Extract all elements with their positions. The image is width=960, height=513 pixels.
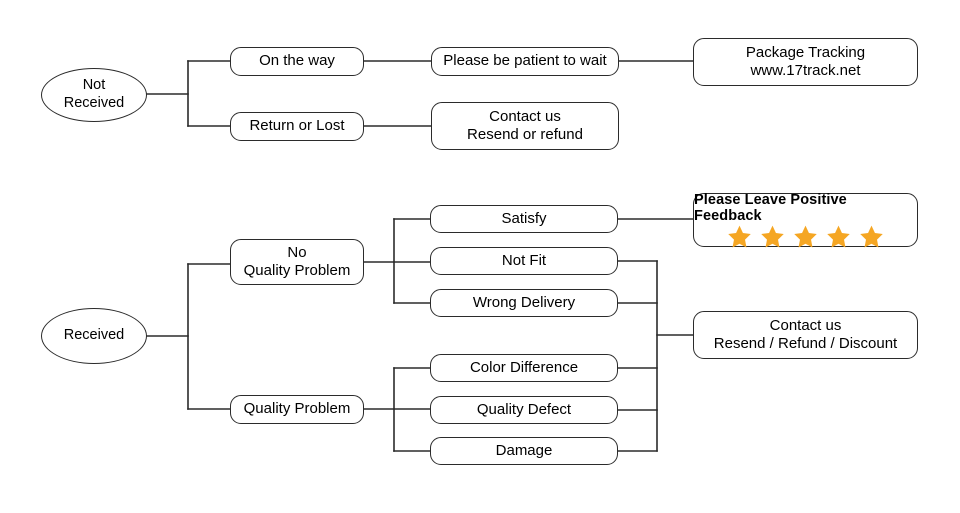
node-damage[interactable]: Damage [430,437,618,465]
node-leave-positive-feedback[interactable]: Please Leave Positive Feedback [693,191,918,249]
star-icon[interactable] [760,225,785,249]
node-return-or-lost[interactable]: Return or Lost [230,112,364,141]
node-wrong-delivery[interactable]: Wrong Delivery [430,289,618,317]
node-quality-problem[interactable]: Quality Problem [230,395,364,424]
node-please-be-patient-to-wait[interactable]: Please be patient to wait [431,47,619,76]
node-not-received[interactable]: Not Received [41,68,147,122]
feedback-title: Please Leave Positive Feedback [694,191,847,224]
node-on-the-way[interactable]: On the way [230,47,364,76]
node-contact-us-resend-or-refund[interactable]: Contact us Resend or refund [431,102,619,150]
star-icon[interactable] [826,225,851,249]
star-icon[interactable] [727,225,752,249]
star-icon[interactable] [793,225,818,249]
node-color-difference[interactable]: Color Difference [430,354,618,382]
star-icon[interactable] [859,225,884,249]
node-package-tracking[interactable]: Package Tracking www.17track.net [693,38,918,86]
star-rating[interactable] [727,225,884,249]
node-no-quality-problem[interactable]: No Quality Problem [230,239,364,285]
node-satisfy[interactable]: Satisfy [430,205,618,233]
node-received[interactable]: Received [41,308,147,364]
node-quality-defect[interactable]: Quality Defect [430,396,618,424]
node-contact-us-resend-refund-discount[interactable]: Contact us Resend / Refund / Discount [693,311,918,359]
node-not-fit[interactable]: Not Fit [430,247,618,275]
